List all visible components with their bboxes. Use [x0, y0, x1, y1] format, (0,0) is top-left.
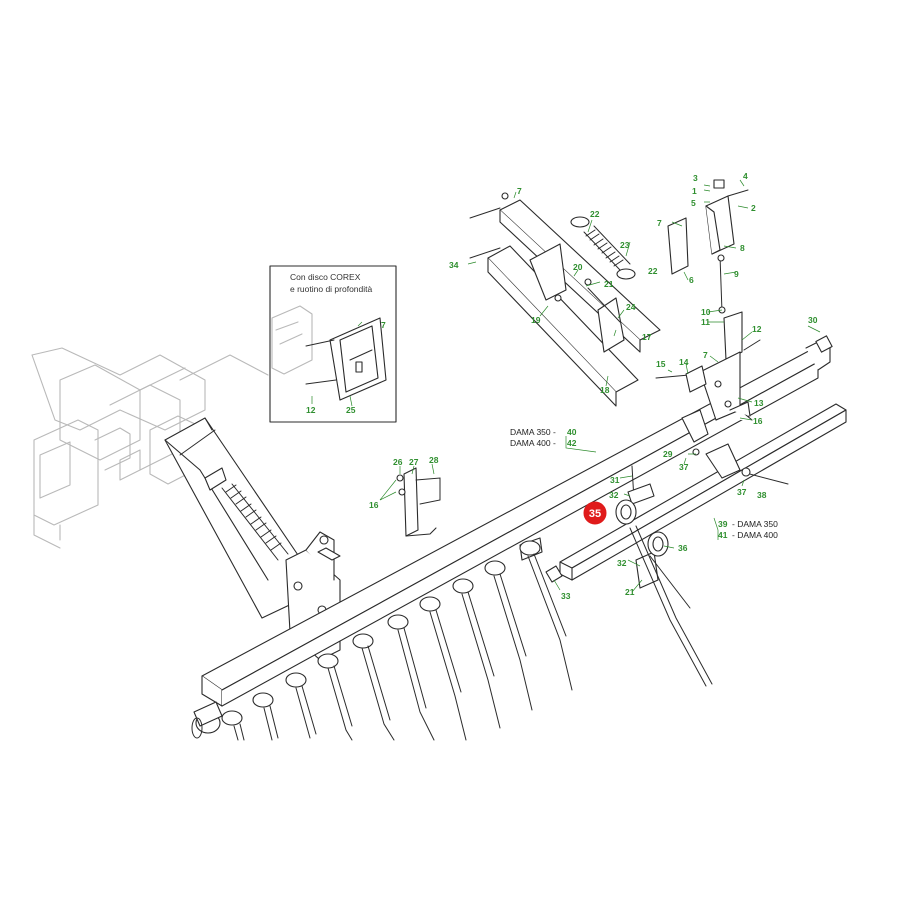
upper-spring — [583, 225, 631, 271]
callout-32-top: 32 — [609, 490, 619, 500]
callout-9: 9 — [734, 269, 739, 279]
callout-11: 11 — [701, 317, 710, 327]
callout-36: 36 — [678, 543, 688, 553]
variant-dama350-rear: - DAMA 350 — [732, 519, 778, 529]
tine — [221, 710, 245, 741]
callout-42: 42 — [567, 438, 577, 448]
tine — [252, 692, 279, 741]
depth-regulator — [655, 179, 761, 421]
callout-30: 30 — [808, 315, 818, 325]
beam-clamps — [681, 409, 789, 485]
callout-33: 33 — [561, 591, 571, 601]
callout-16-right: 16 — [753, 416, 763, 426]
callout-32-bottom: 32 — [617, 558, 627, 568]
callout-24: 24 — [626, 302, 636, 312]
callout-7-mid: 7 — [657, 218, 662, 228]
callout-21-bottom: 21 — [625, 587, 635, 597]
callout-28: 28 — [429, 455, 439, 465]
callout-8: 8 — [740, 243, 745, 253]
callout-34: 34 — [449, 260, 459, 270]
spring-tines — [191, 537, 573, 741]
main-beam — [201, 335, 833, 707]
arm-spring — [221, 483, 289, 561]
tine — [285, 672, 317, 739]
callout-15: 15 — [656, 359, 666, 369]
upper-link-assembly — [469, 192, 661, 407]
corex-inset: Con disco COREX e ruotino di profondità — [269, 265, 397, 423]
tine — [452, 578, 501, 729]
callout-23: 23 — [620, 240, 630, 250]
callout-3: 3 — [693, 173, 698, 183]
tine — [193, 701, 223, 734]
callout-12-inset: 12 — [306, 405, 316, 415]
callout-10: 10 — [701, 307, 711, 317]
callout-7-reg: 7 — [703, 350, 708, 360]
callout-1: 1 — [692, 186, 697, 196]
callout-38: 38 — [757, 490, 767, 500]
inset-title-line2: e ruotino di profondità — [290, 284, 372, 294]
callout-31: 31 — [610, 475, 620, 485]
rear-bar-hardware — [545, 465, 713, 687]
callout-41: 41 — [718, 530, 728, 540]
callout-22-bottom: 22 — [648, 266, 658, 276]
tine — [317, 653, 353, 741]
variant-dama350-front: DAMA 350 - — [510, 427, 556, 437]
tine — [484, 560, 533, 711]
callout-39: 39 — [718, 519, 728, 529]
callout-20: 20 — [573, 262, 583, 272]
callout-4: 4 — [743, 171, 748, 181]
callout-7-inset: 7 — [381, 320, 386, 330]
callout-12-reg: 12 — [752, 324, 762, 334]
callout-22-top: 22 — [590, 209, 600, 219]
tine — [419, 596, 467, 741]
callout-27: 27 — [409, 457, 419, 467]
highlight-badge[interactable] — [583, 501, 607, 525]
tine — [352, 633, 395, 741]
callout-37-top: 37 — [679, 462, 689, 472]
leader-lines — [311, 179, 821, 593]
callout-37-bottom: 37 — [737, 487, 747, 497]
tine-bracket — [396, 467, 441, 537]
variant-labels: DAMA 350 - 40 DAMA 400 - 42 39 - DAMA 35… — [510, 427, 778, 540]
callout-29: 29 — [663, 449, 673, 459]
callout-26: 26 — [393, 457, 403, 467]
callout-16-left: 16 — [369, 500, 379, 510]
callout-14: 14 — [679, 357, 689, 367]
callout-25: 25 — [346, 405, 356, 415]
callout-13: 13 — [754, 398, 764, 408]
tine — [387, 614, 435, 741]
highlight-label[interactable]: 35 — [589, 508, 601, 520]
variant-dama400-rear: - DAMA 400 — [732, 530, 778, 540]
callout-6: 6 — [689, 275, 694, 285]
callout-40: 40 — [567, 427, 577, 437]
tine — [519, 537, 573, 691]
callout-5: 5 — [691, 198, 696, 208]
callout-7-top: 7 — [517, 186, 522, 196]
variant-dama400-front: DAMA 400 - — [510, 438, 556, 448]
callout-17: 17 — [642, 332, 652, 342]
callout-19: 19 — [531, 315, 541, 325]
callout-18: 18 — [600, 385, 610, 395]
inset-title-line1: Con disco COREX — [290, 272, 361, 282]
callout-21-top: 21 — [604, 279, 614, 289]
callout-2: 2 — [751, 203, 756, 213]
callout-numbers: 3 1 5 4 2 7 7 7 7 6 8 9 10 11 12 12 13 1… — [306, 171, 818, 601]
highlighted-part-35[interactable]: 35 — [583, 501, 607, 525]
